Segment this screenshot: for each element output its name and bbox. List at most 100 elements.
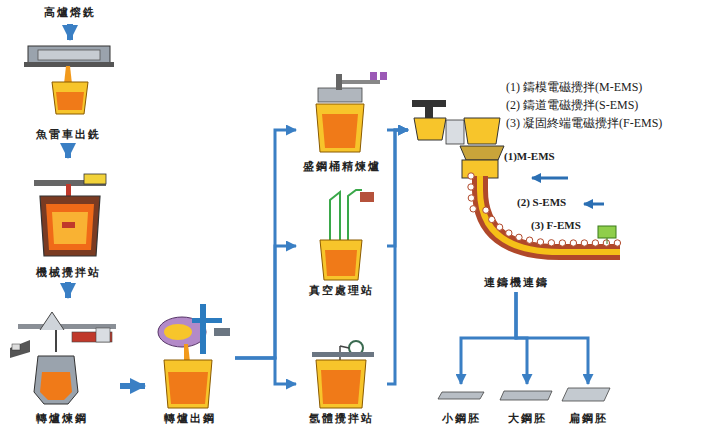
billet-figure-part	[562, 388, 610, 401]
tapping-converter-figure-part	[200, 304, 206, 354]
argon-figure-part	[340, 346, 349, 348]
stage-caption: 轉爐煉鋼	[35, 412, 89, 425]
caster-figure-part	[532, 177, 568, 180]
caster-figure-part	[425, 106, 433, 118]
flow-arrow	[235, 246, 296, 358]
caster-figure-part	[607, 238, 608, 244]
roller-row-part	[537, 239, 543, 245]
tapping-figure-part	[64, 66, 72, 84]
stage-caption: 大鋼胚	[507, 412, 548, 425]
roller-row-part	[614, 240, 620, 246]
stage-caption: 轉爐出鋼	[163, 412, 217, 425]
ladle-furnace-figure-part	[370, 72, 377, 80]
flow-arrow	[67, 24, 73, 40]
argon-figure-part	[316, 360, 366, 408]
stage-caption: 氬體攪拌站	[308, 412, 375, 425]
roller-row-part	[470, 206, 476, 212]
converter-figure-part	[40, 372, 72, 400]
flow-arrow	[235, 358, 296, 384]
vacuum-figure	[320, 190, 374, 280]
process-stage: 魚雷車出銑	[18, 40, 118, 144]
roller-row-part	[468, 173, 474, 179]
ladle-furnace-figure-part	[336, 74, 342, 90]
ladle-furnace-figure-part	[316, 104, 364, 152]
roller-row-part	[468, 184, 474, 190]
roller-row-part	[581, 240, 587, 246]
caster-figure-part	[598, 226, 616, 238]
stage-caption: 盛鋼桶精煉爐	[302, 160, 382, 173]
stirring-figure	[34, 174, 106, 256]
vacuum-figure-part	[330, 192, 340, 240]
converter-figure-part	[55, 330, 57, 352]
tapping-figure-part	[56, 92, 84, 110]
stage-caption: 小鋼胚	[441, 412, 482, 425]
callout-label: (2) S-EMS	[516, 196, 567, 209]
stage-caption: 連鑄機連鑄	[483, 276, 550, 289]
roller-row	[468, 173, 621, 246]
tapping-converter-figure-part	[164, 360, 212, 408]
callout-label: (1)M-EMS	[503, 150, 556, 163]
process-stage: 高爐熔銑	[38, 4, 102, 24]
roller-row-part	[570, 240, 576, 246]
vacuum-figure-part	[325, 250, 357, 276]
caster-figure-part	[414, 118, 446, 140]
converter-figure-part	[12, 344, 20, 350]
tapping-figure-part	[52, 82, 88, 114]
process-stage: 機械攪拌站	[18, 158, 118, 282]
converter-figure-part	[10, 340, 30, 358]
stirring-figure-part	[84, 174, 106, 184]
process-stage: 轉爐出鋼	[145, 300, 235, 428]
roller-row-part	[506, 230, 512, 236]
callout-label: (3) F-EMS	[530, 219, 582, 232]
process-stage: 小鋼胚	[432, 384, 490, 428]
process-stage: 真空處理站	[296, 182, 387, 300]
converter-figure-part	[96, 328, 110, 342]
tapping-figure	[24, 46, 114, 114]
converter-figure-part	[34, 356, 78, 404]
caster-figure-part	[460, 146, 504, 160]
roller-row-part	[559, 240, 565, 246]
caster-figure-part	[480, 176, 620, 252]
stirring-figure-part	[40, 196, 100, 256]
process-stage: 轉爐煉鋼	[3, 298, 120, 428]
process-stage: 大鋼胚	[497, 384, 557, 428]
tapping-converter-figure-part	[164, 324, 192, 340]
vacuum-figure-part	[348, 190, 362, 240]
argon-figure	[312, 341, 374, 408]
roller-row-part	[548, 240, 554, 246]
roller-row-part	[468, 195, 474, 201]
tapping-figure-part	[38, 50, 100, 60]
ladle-furnace-figure-part	[342, 80, 380, 84]
process-stage: 扁鋼胚	[558, 384, 618, 428]
tapping-converter-figure-part	[184, 344, 190, 362]
process-stage: 氬體攪拌站	[296, 330, 387, 428]
billet-figure-part	[500, 391, 552, 400]
stage-caption: 機械攪拌站	[35, 266, 102, 279]
legend-note: (1) 鑄模電磁攪拌(M-EMS)	[505, 80, 643, 94]
tapping-converter-figure-part	[168, 372, 208, 404]
stage-caption: 高爐熔銑	[43, 6, 97, 19]
roller-row-part	[483, 207, 489, 213]
billet-figure-part	[438, 392, 484, 399]
vacuum-figure-part	[320, 240, 362, 280]
stage-caption: 魚雷車出銑	[35, 128, 102, 141]
legend-note: (2) 鑄道電磁攪拌(S-EMS)	[505, 98, 639, 112]
roller-row-part	[592, 240, 598, 246]
flow-arrow	[387, 130, 408, 384]
ladle-furnace-figure-part	[380, 72, 387, 80]
tapping-converter-figure	[158, 304, 230, 408]
caster-figure-part	[584, 203, 604, 206]
stirring-figure-part	[52, 212, 88, 244]
flow-arrow	[387, 130, 408, 246]
tapping-converter-figure-part	[214, 328, 230, 336]
ladle-furnace-figure	[316, 72, 387, 152]
tapping-converter-figure-part	[192, 318, 222, 323]
roller-row-part	[496, 224, 502, 230]
stirring-figure-part	[62, 222, 75, 228]
caster-figure-part	[480, 176, 620, 252]
caster-figure-part	[412, 100, 446, 107]
legend-note: (3) 凝固終端電磁攪拌(F-EMS)	[505, 116, 663, 130]
roller-row-part	[516, 234, 522, 240]
